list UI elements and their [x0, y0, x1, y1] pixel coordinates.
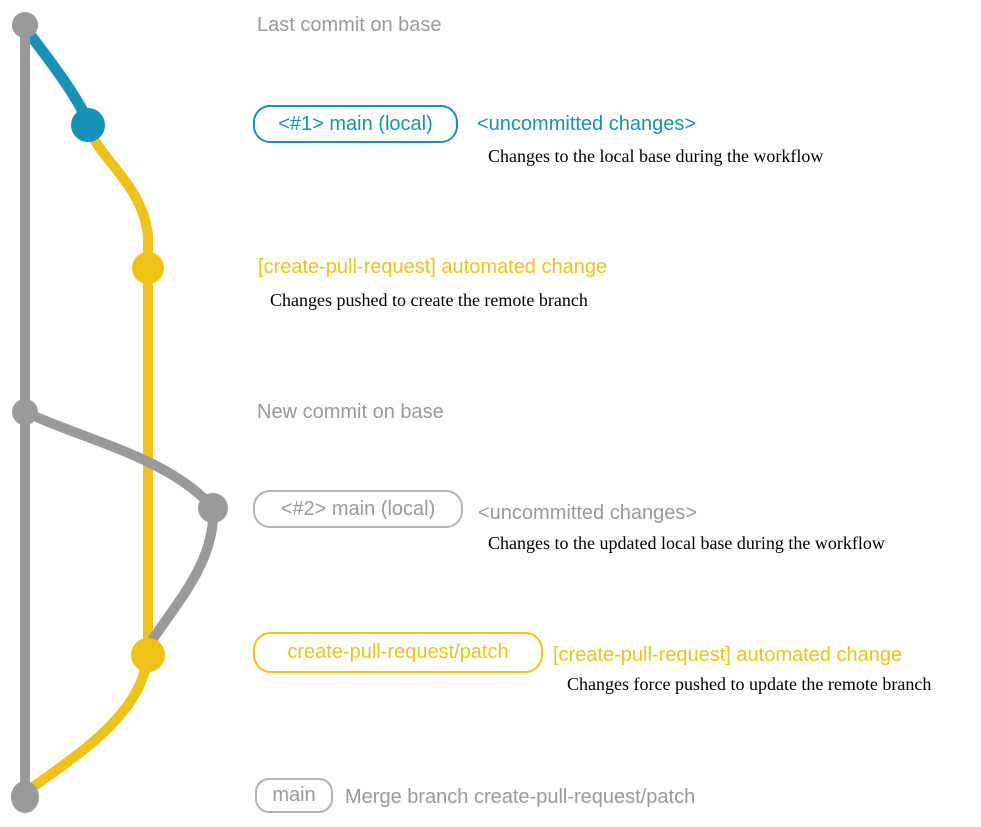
tag-main: main — [255, 778, 333, 813]
note-merge: Merge branch create-pull-request/patch — [345, 786, 696, 808]
branch-main-local-2-line — [22, 407, 219, 645]
tag-main-local-1: <#1> main (local) — [253, 105, 458, 143]
note-last-commit: Last commit on base — [257, 14, 442, 36]
note-new-commit: New commit on base — [257, 401, 444, 423]
desc-uncommitted-1: Changes to the local base during the wor… — [488, 146, 824, 166]
commit-dot-automated-2 — [131, 638, 165, 672]
desc-automated-1: Changes pushed to create the remote bran… — [270, 290, 588, 310]
commit-dot-uncommitted-1 — [71, 108, 105, 142]
note-automated-2: [create-pull-request] automated change — [553, 644, 903, 666]
commit-dot-merge — [11, 781, 39, 813]
note-automated-1: [create-pull-request] automated change — [258, 256, 608, 278]
desc-automated-2: Changes force pushed to update the remot… — [567, 674, 932, 694]
commit-graph — [11, 12, 228, 813]
commit-dot-uncommitted-2 — [198, 493, 228, 523]
note-uncommitted-1: <uncommitted changes> — [477, 113, 697, 135]
commit-dot-new-commit — [12, 399, 38, 425]
branch-main-local-1-line — [21, 25, 92, 122]
note-uncommitted-2: <uncommitted changes> — [478, 502, 698, 524]
tag-patch-branch: create-pull-request/patch — [253, 632, 543, 673]
commit-dot-automated-1 — [132, 252, 164, 284]
desc-uncommitted-2: Changes to the updated local base during… — [488, 533, 885, 553]
commit-dot-last-commit — [12, 12, 38, 38]
tag-main-local-2: <#2> main (local) — [253, 490, 463, 528]
